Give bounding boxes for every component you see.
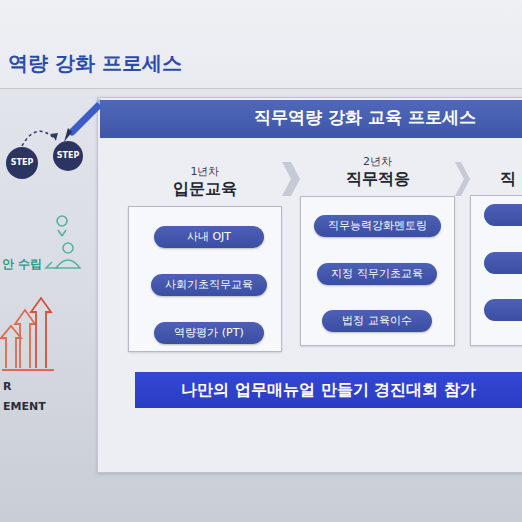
year-label: 2년차 [300, 154, 455, 169]
course-pill: 법정 교육이수 [322, 310, 432, 332]
arc-head [50, 133, 58, 140]
growth-arrows-icon [1, 298, 54, 370]
stage-heading: 입문교육 [128, 179, 282, 200]
year-label: 1년차 [128, 164, 282, 179]
step-label: STEP [53, 151, 83, 161]
fragment-label: EMENT [3, 400, 46, 413]
stage-heading: 직무적응 [300, 169, 455, 190]
step-circle [53, 141, 83, 171]
course-name: 법정 교육이수 [336, 314, 418, 328]
contest-band: 나만의 업무매뉴얼 만들기 경진대회 참가 [135, 372, 522, 408]
course-name: 직무능력강화멘토링 [328, 219, 427, 233]
contest-text: 나만의 업무매뉴얼 만들기 경진대회 참가 [135, 380, 522, 401]
course-name: 사내 OJT [168, 230, 250, 244]
step-arc [22, 131, 56, 146]
stage-column: 1년차입문교육사내 OJT 사회기초직무교육역량평가 (PT) [128, 160, 282, 352]
stage-heading: 직 [500, 169, 516, 190]
panel-heading: 직무역량 강화 교육 프로세스 [159, 106, 522, 129]
course-pill: 역량평가 (PT) [154, 322, 264, 344]
slide-title: 역량 강화 프로세스 [8, 50, 182, 77]
course-pill-cut [484, 252, 522, 274]
course-pill-cut [484, 299, 522, 321]
chevron-arrow [455, 162, 470, 196]
course-name: 사회기초직무교육 [165, 278, 253, 292]
step-label: STEP [7, 158, 37, 168]
process-panel: 직무역량 강화 교육 프로세스 1년차입문교육사내 OJT 사회기초직무교육역량평가… [97, 97, 522, 471]
stage-column: 직 [470, 150, 522, 346]
pen-icon [64, 100, 104, 142]
course-pill: 직무능력강화멘토링 [314, 215, 441, 237]
chevron-arrow [282, 162, 300, 196]
person-icon [46, 216, 80, 268]
course-name: 역량평가 (PT) [168, 326, 250, 340]
course-pill-cut [484, 204, 522, 226]
step-circle [6, 147, 38, 179]
course-pill: 사내 OJT [154, 226, 264, 248]
title-band [0, 0, 522, 89]
course-pill: 사회기초직무교육 [151, 274, 267, 296]
fragment-label: R [3, 380, 11, 393]
stage-column: 2년차직무적응직무능력강화멘토링지정 직무기초교육법정 교육이수 [300, 150, 455, 346]
course-pill: 지정 직무기초교육 [317, 263, 437, 285]
course-name: 지정 직무기초교육 [331, 267, 423, 281]
fragment-label: 안 수립 [2, 256, 42, 273]
